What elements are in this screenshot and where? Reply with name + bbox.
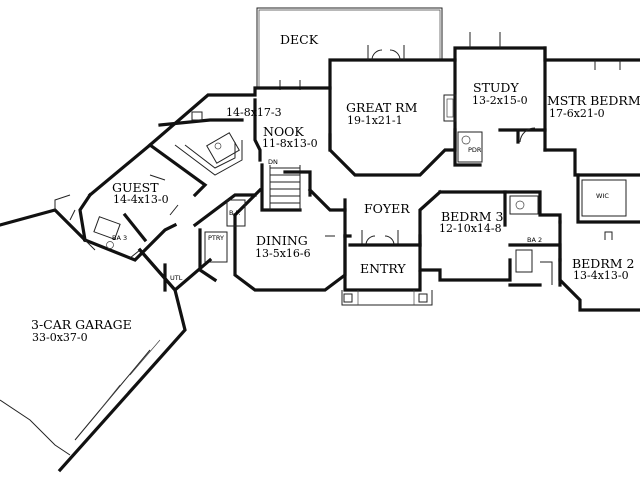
master-bedroom-label: MSTR BEDRM [547, 93, 640, 108]
nook-label: NOOK [263, 124, 304, 139]
bedroom-2-label: BEDRM 2 [572, 256, 634, 271]
guest-suite [78, 142, 208, 262]
dining-room [232, 187, 347, 292]
butler-pantry [226, 199, 246, 227]
guest-dim: 14-4x13-0 [113, 193, 169, 206]
stair-down-label: DN [268, 158, 278, 166]
butler-pantry-label: B.P. [229, 209, 241, 217]
garage-label: 3-CAR GARAGE [31, 317, 132, 332]
garage-dim: 33-0x37-0 [32, 331, 88, 344]
walk-in-closet-label: WIC [596, 192, 609, 200]
porch-column [343, 293, 353, 303]
pantry [204, 231, 228, 263]
dining-dim: 13-5x16-6 [255, 247, 311, 260]
entry-label: ENTRY [360, 261, 406, 276]
fixture-labels: DN B.P. PTRY BA 3 UTL PDR BA 2 WIC [112, 146, 609, 282]
kitchen [147, 86, 332, 176]
nook-dim: 11-8x13-0 [262, 137, 318, 150]
kitchen-island [206, 132, 240, 164]
deck-area [256, 7, 443, 88]
great-room-dim: 19-1x21-1 [347, 114, 403, 127]
study-master-block [453, 32, 640, 177]
powder-room-label: PDR [468, 146, 482, 154]
bath-2-label: BA 2 [527, 236, 542, 244]
utility-label: UTL [170, 274, 183, 282]
master-bedroom-dim: 17-6x21-0 [549, 107, 605, 120]
garage [0, 194, 187, 473]
porch-column [418, 293, 428, 303]
guest-label: GUEST [112, 180, 159, 195]
foyer-entry [341, 198, 433, 306]
study-label: STUDY [473, 80, 519, 95]
bedroom-2-dim: 13-4x13-0 [573, 269, 629, 282]
foyer-label: FOYER [364, 201, 410, 216]
bath-3-label: BA 3 [112, 234, 127, 242]
stairs [260, 163, 312, 212]
powder-room [457, 131, 483, 163]
deck-label: DECK [280, 32, 319, 47]
great-room-label: GREAT RM [346, 100, 418, 115]
bedroom-3-block [418, 189, 562, 287]
fireplace-icon [443, 94, 457, 122]
great-room [328, 45, 457, 177]
dining-label: DINING [256, 233, 308, 248]
room-labels: DECK GREAT RM 19-1x21-1 STUDY 13-2x15-0 … [31, 32, 640, 344]
bedroom-3-label: BEDRM 3 [441, 209, 504, 224]
kitchen-dim: 14-8x17-3 [226, 106, 282, 119]
bedroom-3-dim: 12-10x14-8 [439, 222, 502, 235]
pantry-label: PTRY [208, 234, 224, 242]
study-dim: 13-2x15-0 [472, 94, 528, 107]
walk-in-closet [581, 179, 627, 217]
